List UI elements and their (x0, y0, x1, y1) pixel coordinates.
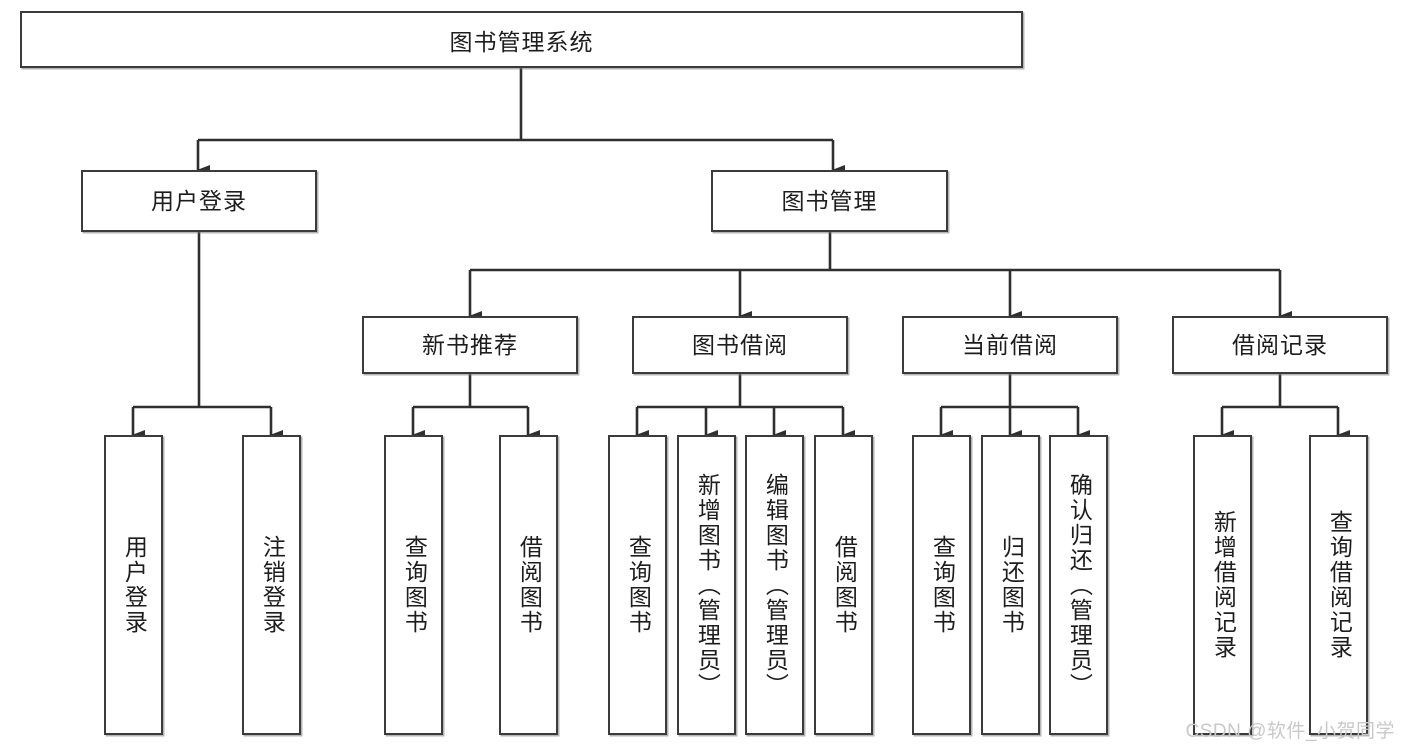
leaf-return-book[interactable]: 归还图书 (981, 435, 1040, 735)
leaf-label: 查询图书 (929, 535, 956, 635)
watermark-text: CSDN @软件_小贺同学 (1185, 721, 1395, 742)
node-label: 新书推荐 (422, 331, 518, 358)
leaf-user-login[interactable]: 用户登录 (104, 435, 163, 735)
node-label: 当前借阅 (962, 331, 1058, 358)
leaf-query-book-current[interactable]: 查询图书 (912, 435, 971, 735)
node-label: 图书管理 (781, 187, 878, 214)
leaf-borrow-book[interactable]: 借阅图书 (814, 435, 873, 735)
leaf-label: 查询图书 (625, 535, 652, 635)
leaf-add-borrow-record[interactable]: 新增借阅记录 (1193, 435, 1252, 735)
node-label: 用户登录 (151, 187, 247, 214)
leaf-label: 借阅图书 (516, 535, 543, 635)
leaf-label: 新增借阅记录 (1210, 510, 1237, 660)
node-new-book-recommend[interactable]: 新书推荐 (362, 316, 578, 374)
leaf-add-book-admin[interactable]: 新增图书（管理员） (677, 435, 736, 735)
leaf-label: 用户登录 (121, 535, 148, 635)
leaf-label: 确认归还（管理员） (1066, 472, 1093, 698)
node-user-login[interactable]: 用户登录 (81, 170, 317, 232)
leaf-label: 注销登录 (259, 535, 286, 635)
leaf-confirm-return-admin[interactable]: 确认归还（管理员） (1049, 435, 1108, 735)
leaf-label: 归还图书 (998, 535, 1025, 635)
leaf-edit-book-admin[interactable]: 编辑图书（管理员） (745, 435, 804, 735)
leaf-query-book-borrow[interactable]: 查询图书 (608, 435, 667, 735)
node-book-manage[interactable]: 图书管理 (711, 170, 948, 232)
leaf-label: 编辑图书（管理员） (762, 472, 789, 698)
node-book-borrow[interactable]: 图书借阅 (632, 316, 848, 374)
leaf-borrow-book-recommend[interactable]: 借阅图书 (499, 435, 558, 735)
node-borrow-record[interactable]: 借阅记录 (1172, 316, 1388, 374)
node-label: 图书管理系统 (449, 28, 594, 55)
node-book-management-system[interactable]: 图书管理系统 (20, 11, 1023, 68)
leaf-label: 新增图书（管理员） (694, 472, 721, 698)
leaf-logout-login[interactable]: 注销登录 (242, 435, 301, 735)
node-label: 借阅记录 (1232, 331, 1328, 358)
leaf-query-borrow-record[interactable]: 查询借阅记录 (1309, 435, 1368, 735)
node-current-borrow[interactable]: 当前借阅 (902, 316, 1118, 374)
leaf-label: 借阅图书 (831, 535, 858, 635)
leaf-label: 查询借阅记录 (1326, 510, 1353, 660)
leaf-label: 查询图书 (401, 535, 428, 635)
leaf-query-book-recommend[interactable]: 查询图书 (384, 435, 443, 735)
node-label: 图书借阅 (692, 331, 788, 358)
